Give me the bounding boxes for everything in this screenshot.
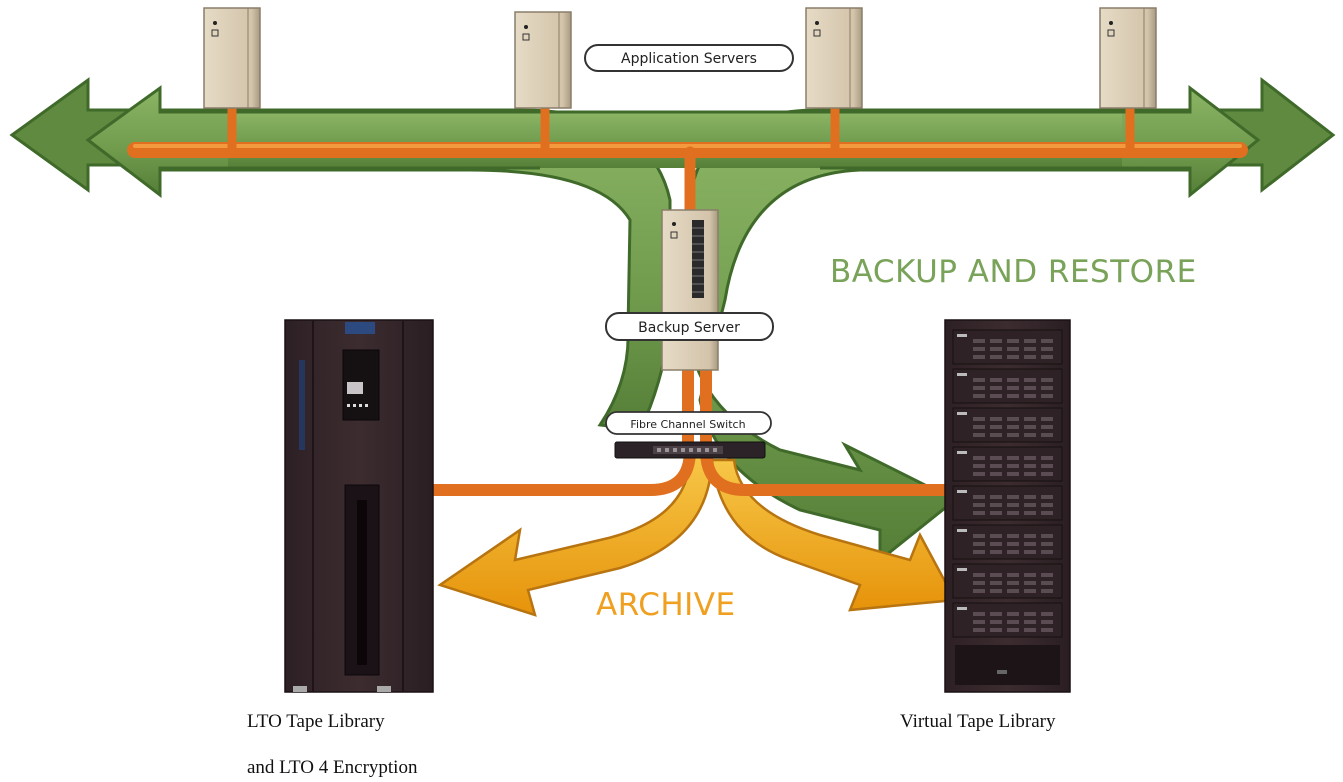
app-server-3 <box>805 7 863 109</box>
vtl-drive-unit <box>952 446 1063 482</box>
lto-tape-library <box>284 319 434 693</box>
backup-server <box>661 209 719 371</box>
label-application-servers: Application Servers <box>584 44 794 72</box>
backup-and-restore-label: BACKUP AND RESTORE <box>830 254 1197 290</box>
label-fibre-channel-switch: Fibre Channel Switch <box>605 411 772 435</box>
application-servers-text: Application Servers <box>621 51 757 67</box>
label-backup-server: Backup Server <box>605 312 774 341</box>
archive-label: ARCHIVE <box>596 587 736 623</box>
virtual-tape-library <box>944 319 1071 693</box>
vtl-drive-unit <box>952 524 1063 560</box>
app-server-4 <box>1099 7 1157 109</box>
application-servers <box>203 7 1157 109</box>
app-server-1 <box>203 7 261 109</box>
app-server-2 <box>514 11 572 109</box>
fibre-channel-switch <box>614 441 766 459</box>
fibre-channel-switch-text: Fibre Channel Switch <box>630 418 745 431</box>
vtl-drive-unit <box>952 563 1063 599</box>
vtl-drive-unit <box>952 329 1063 365</box>
vtl-caption: Virtual Tape Library <box>900 711 1056 732</box>
lto-library-caption-line2: and LTO 4 Encryption <box>247 757 418 778</box>
vtl-drive-unit <box>952 485 1063 521</box>
archive-arrow-left <box>437 453 714 617</box>
lto-library-caption-line1: LTO Tape Library <box>247 711 385 732</box>
vtl-drive-unit <box>952 368 1063 404</box>
vtl-drive-unit <box>952 602 1063 638</box>
backup-server-text: Backup Server <box>638 320 740 336</box>
vtl-drive-unit <box>952 407 1063 443</box>
